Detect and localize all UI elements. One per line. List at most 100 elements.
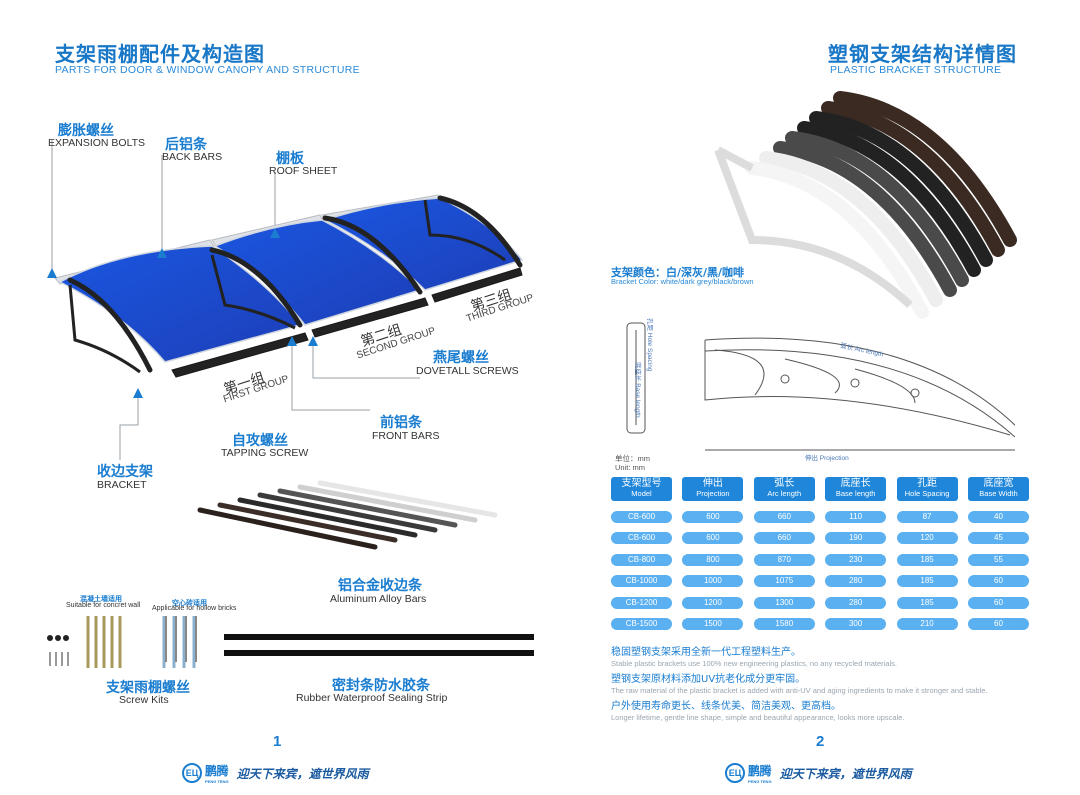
table-cell: 870 [753,553,815,566]
table-row: CB-1200 1200 1300 280 185 60 [611,596,1029,609]
expansion-bolts-label-en: EXPANSION BOLTS [48,137,146,149]
table-cell: 280 [825,575,887,587]
aluminum-bars-label-cn: 铝合金收边条 [338,578,422,594]
table-cell: 185 [896,596,958,609]
table-cell: 1300 [753,596,815,609]
logo-text: ЕЦ [728,768,742,778]
table-cell: 45 [967,532,1029,544]
unit-cn: 单位：mm [615,454,650,463]
brand-subtext: PENG TENG [205,779,229,784]
table-cell: 600 [682,510,744,523]
base-length-label: 底座长 Base length [634,362,641,418]
concrete-wall-note-cn: 混凝土墙适用 [80,595,122,603]
description-1-en: Stable plastic brackets use 100% new eng… [611,659,897,668]
bracket-technical-drawing [626,322,1015,451]
table-cell: 60 [967,596,1029,609]
page-title: 支架雨棚配件及构造图 [55,42,265,66]
table-cell: 60 [967,618,1029,630]
sealing-strip-image [224,634,534,656]
table-cell: CB-1200 [611,596,672,609]
table-cell: 87 [896,510,958,523]
projection-label: 伸出 Projection [805,455,849,462]
table-cell: 600 [682,532,744,544]
bracket-color-title: 支架颜色：白/深灰/黑/咖啡 [611,266,745,279]
brand-logo-icon: ЕЦ [182,763,202,783]
table-cell: 1200 [682,596,744,609]
table-cell: CB-800 [611,553,672,566]
brand-text: 鹏腾 [205,764,229,778]
table-cell: 660 [753,532,815,544]
aluminum-bars-image [197,480,498,550]
concrete-wall-note-en: Suitable for concret wall [66,602,141,609]
table-cell: 1075 [753,575,815,587]
table-cell: CB-600 [611,532,672,544]
table-cell: 210 [896,618,958,630]
back-bars-label-cn: 后铝条 [165,137,207,153]
brand-text: 鹏腾 [748,764,772,778]
description-2: 塑钢支架原材料添加UV抗老化成分更牢固。 The raw material of… [611,670,987,695]
brand-logo-icon: ЕЦ [725,763,745,783]
tapping-screw-label-cn: 自攻螺丝 [232,433,288,449]
roof-sheet-label-cn: 棚板 [276,151,304,167]
dovetail-screws-label-en: DOVETALL SCREWS [416,365,519,377]
left-page: 支架雨棚配件及构造图 PARTS FOR DOOR & WINDOW CANOP… [47,42,535,786]
page-title: 塑钢支架结构详情图 [828,42,1017,66]
slogan: 迎天下来宾，遮世界风雨 [779,766,912,781]
roof-sheet-label-en: ROOF SHEET [269,165,338,177]
table-cell: 60 [967,575,1029,587]
page-subtitle: PARTS FOR DOOR & WINDOW CANOPY AND STRUC… [55,64,360,76]
screw-kits-image [47,616,197,668]
table-cell: CB-1500 [611,618,672,630]
slogan: 迎天下来宾，遮世界风雨 [236,766,369,781]
table-cell: 185 [896,553,958,566]
bracket-colors-image [714,91,1017,319]
brand-subtext: PENG TENG [748,779,772,784]
hollow-brick-note-en: Applicable for hollow bricks [152,605,237,612]
back-bars-label-en: BACK BARS [162,151,223,163]
table-cell: 185 [896,575,958,587]
description-2-cn: 塑钢支架原材料添加UV抗老化成分更牢固。 [611,674,806,685]
table-cell: 280 [825,596,887,609]
hollow-brick-note-cn: 空心砖适用 [172,599,207,607]
bracket-label-en: BRACKET [97,479,147,491]
bracket-color-subtitle: Bracket Color: white/dark grey/black/bro… [611,277,754,286]
unit-note: 单位：mm Unit: mm [615,454,650,472]
sealing-strip-label-en: Rubber Waterproof Sealing Strip [296,692,448,704]
expansion-bolts-label-cn: 膨胀螺丝 [58,123,114,139]
table-cell: 110 [825,510,887,523]
front-bars-label-cn: 前铝条 [380,415,422,431]
screw-kits-label-en: Screw Kits [119,694,169,706]
front-bars-label-en: FRONT BARS [372,430,440,442]
page-number: 2 [816,733,825,750]
hole-spacing-label: 孔距 Hole Spacing [646,318,653,372]
canopy-structure-diagram [47,140,524,460]
table-cell: 1000 [682,575,744,587]
tapping-screw-label-en: TAPPING SCREW [221,447,309,459]
table-cell: 230 [825,553,887,566]
table-cell: 660 [753,510,815,523]
description-3: 户外使用寿命更长、线条优美、简洁美观、更高档。 Longer lifetime,… [611,697,905,722]
table-cell: 120 [896,532,958,544]
roof-sheet-panels [58,197,524,363]
aluminum-bars-label-en: Aluminum Alloy Bars [330,593,427,605]
table-cell: 1580 [753,618,815,630]
logo-text: ЕЦ [185,768,199,778]
description-3-en: Longer lifetime, gentle line shape, simp… [611,713,905,722]
description-3-cn: 户外使用寿命更长、线条优美、简洁美观、更高档。 [611,701,841,712]
screw-kits-label-cn: 支架雨棚螺丝 [106,680,190,696]
sealing-strip-label-cn: 密封条防水胶条 [332,678,430,694]
